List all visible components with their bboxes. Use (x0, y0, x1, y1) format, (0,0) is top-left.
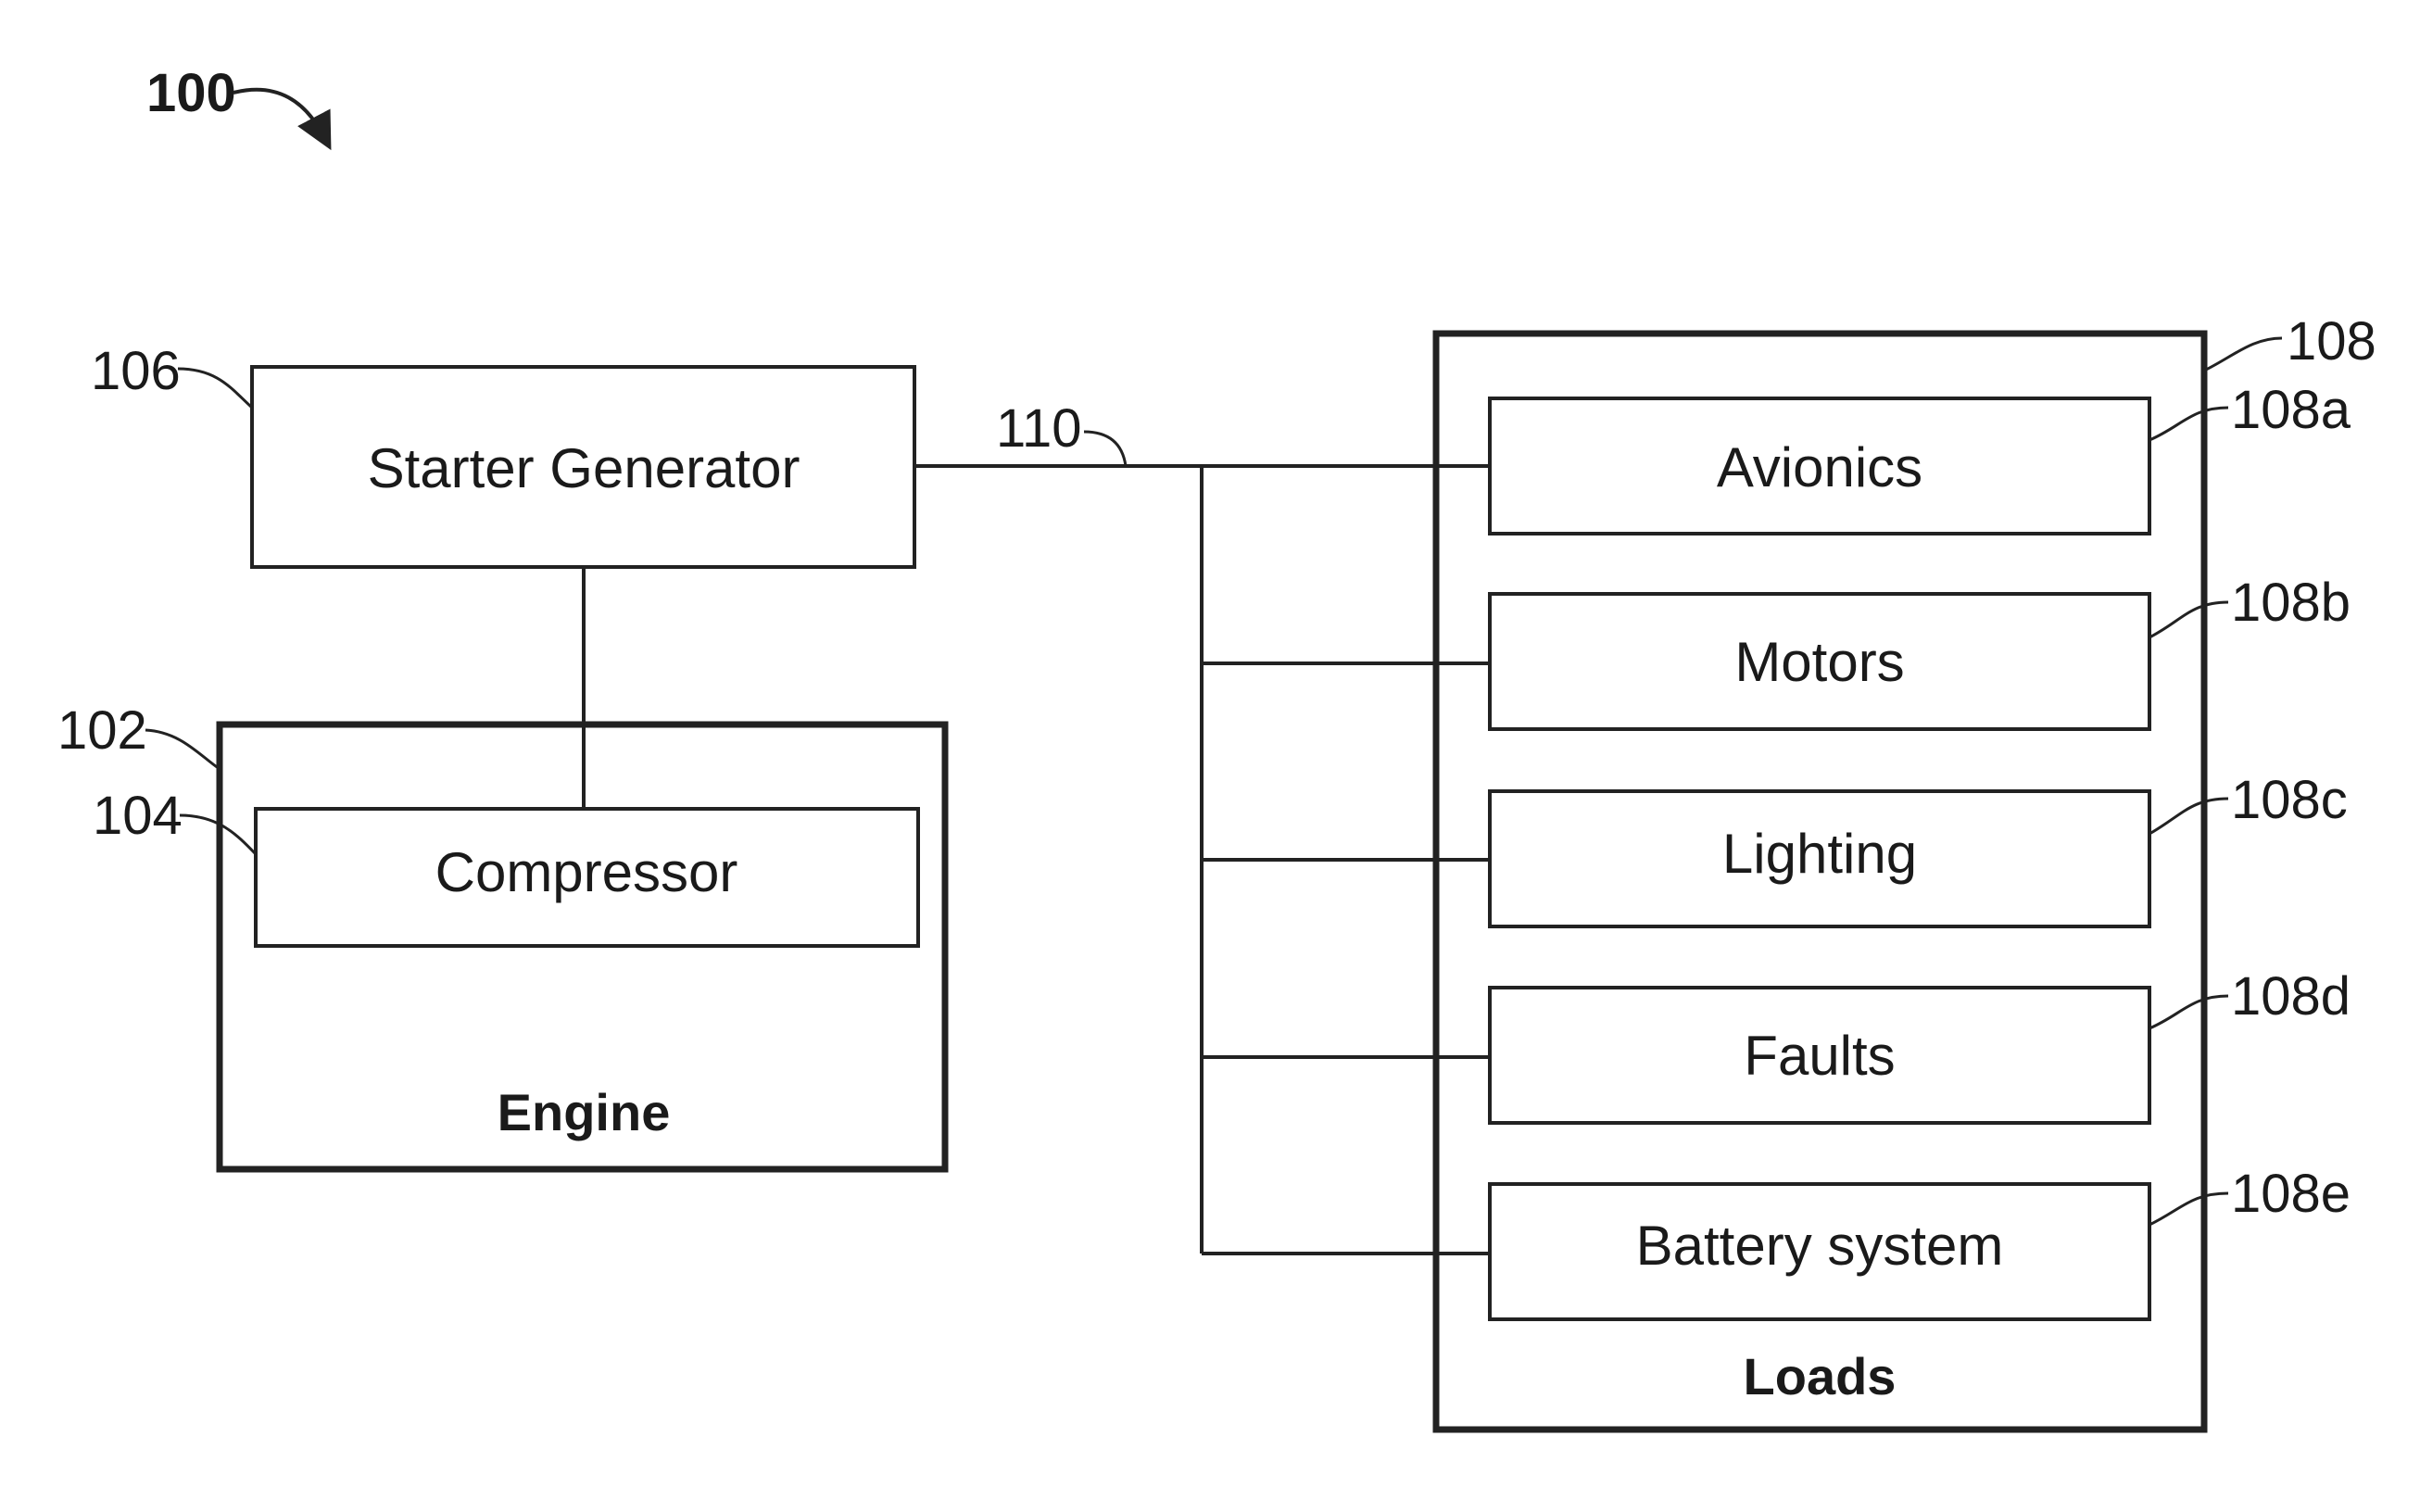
load-item-ref: 108a (2231, 380, 2351, 440)
load-item-label: Faults (1744, 1025, 1895, 1087)
load-item-ref: 108b (2231, 573, 2351, 633)
engine-leader (145, 730, 220, 769)
compressor-label: Compressor (435, 841, 738, 903)
load-item-label: Battery system (1636, 1215, 2004, 1277)
load-item-avionics: Avionics 108a (1490, 380, 2351, 534)
figure-number: 100 (146, 63, 236, 123)
load-item-label: Avionics (1717, 436, 1922, 498)
load-item-battery-system: Battery system 108e (1490, 1164, 2351, 1319)
loads-label: Loads (1744, 1347, 1897, 1405)
engine-label: Engine (498, 1083, 671, 1141)
engine-ref: 102 (57, 700, 147, 761)
loads-leader (2204, 338, 2282, 371)
compressor-ref: 104 (93, 786, 183, 846)
load-item-ref: 108c (2231, 770, 2348, 830)
figure-arrow (233, 90, 324, 137)
bus-ref: 110 (996, 398, 1081, 459)
starter-generator-ref: 106 (91, 341, 181, 401)
load-item-ref: 108d (2231, 966, 2351, 1027)
load-item-faults: Faults 108d (1490, 966, 2351, 1123)
load-item-label: Lighting (1722, 823, 1917, 885)
loads-ref: 108 (2287, 311, 2376, 372)
bus-leader (1084, 432, 1126, 466)
load-item-motors: Motors 108b (1490, 573, 2351, 729)
load-item-label: Motors (1734, 631, 1904, 693)
load-item-lighting: Lighting 108c (1490, 770, 2348, 926)
load-item-ref: 108e (2231, 1164, 2351, 1224)
starter-generator-leader (178, 369, 252, 408)
starter-generator-label: Starter Generator (368, 437, 800, 499)
